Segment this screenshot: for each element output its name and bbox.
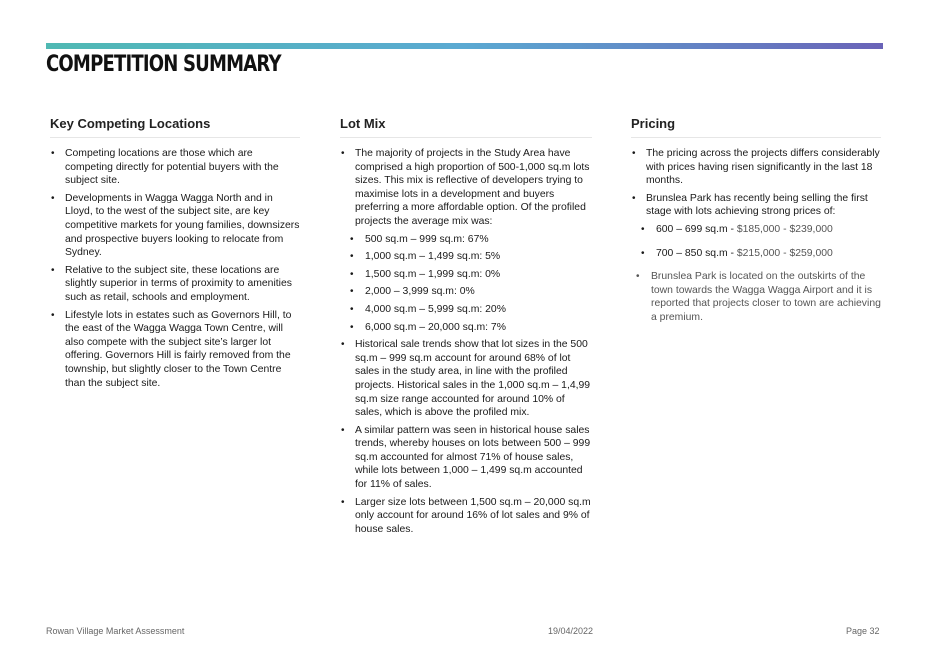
price-value: $185,000 - $239,000 xyxy=(736,223,833,235)
price-label: 700 – 850 sq.m - xyxy=(656,247,737,259)
mix-item: 1,000 sq.m – 1,499 sq.m: 5% xyxy=(340,250,592,264)
lot-mix-heading: Lot Mix xyxy=(340,116,592,138)
header-accent-bar xyxy=(46,43,883,49)
mix-item: 1,500 sq.m – 1,999 sq.m: 0% xyxy=(340,268,592,282)
list-item: The majority of projects in the Study Ar… xyxy=(340,147,592,229)
list-item: Lifestyle lots in estates such as Govern… xyxy=(50,309,300,391)
price-item: 600 – 699 sq.m - $185,000 - $239,000 xyxy=(631,223,881,237)
list-item: Brunslea Park has recently being selling… xyxy=(631,192,881,219)
list-item: Brunslea Park is located on the outskirt… xyxy=(631,270,881,324)
locations-heading: Key Competing Locations xyxy=(50,116,300,138)
footer-page-number: Page 32 xyxy=(846,626,880,636)
locations-list: Competing locations are those which are … xyxy=(50,147,300,390)
list-item: Developments in Wagga Wagga North and in… xyxy=(50,192,300,260)
pricing-heading: Pricing xyxy=(631,116,881,138)
footer-document-title: Rowan Village Market Assessment xyxy=(46,626,185,636)
mix-item: 500 sq.m – 999 sq.m: 67% xyxy=(340,233,592,247)
lot-mix-list: The majority of projects in the Study Ar… xyxy=(340,147,592,536)
price-item: 700 – 850 sq.m - $215,000 - $259,000 xyxy=(631,247,881,261)
mix-item: 6,000 sq.m – 20,000 sq.m: 7% xyxy=(340,321,592,335)
list-item: Historical sale trends show that lot siz… xyxy=(340,338,592,420)
footer-date: 19/04/2022 xyxy=(548,626,594,636)
key-competing-locations-column: Key Competing Locations Competing locati… xyxy=(50,116,300,394)
mix-item: 4,000 sq.m – 5,999 sq.m: 20% xyxy=(340,303,592,317)
price-value: $215,000 - $259,000 xyxy=(736,247,833,259)
list-item: A similar pattern was seen in historical… xyxy=(340,424,592,492)
list-item: Larger size lots between 1,500 sq.m – 20… xyxy=(340,496,592,537)
list-item: Relative to the subject site, these loca… xyxy=(50,264,300,305)
page-title: COMPETITION SUMMARY xyxy=(46,52,282,77)
mix-item: 2,000 – 3,999 sq.m: 0% xyxy=(340,285,592,299)
list-item: The pricing across the projects differs … xyxy=(631,147,881,188)
pricing-list: The pricing across the projects differs … xyxy=(631,147,881,325)
pricing-column: Pricing The pricing across the projects … xyxy=(631,116,881,329)
list-item: Competing locations are those which are … xyxy=(50,147,300,188)
lot-mix-column: Lot Mix The majority of projects in the … xyxy=(340,116,592,540)
price-label: 600 – 699 sq.m - xyxy=(656,223,737,235)
